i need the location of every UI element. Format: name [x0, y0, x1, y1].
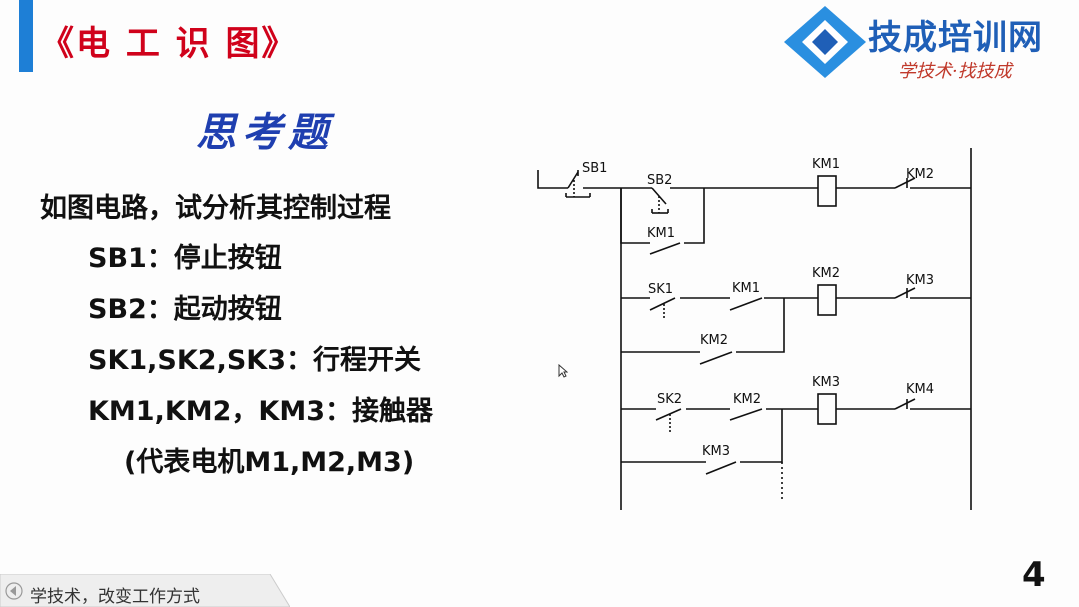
brand-name: 技成培训网: [868, 18, 1043, 58]
label-km2-no: KM2: [733, 392, 761, 407]
label-km1-hold: KM1: [647, 226, 675, 241]
footer-text: 学技术，改变工作方式: [30, 587, 200, 607]
slide-subtitle: 思考题: [196, 109, 334, 156]
brand-slogan: 学技术·找技成: [898, 61, 1012, 82]
label-km4-nc: KM4: [906, 382, 934, 397]
km-description: KM1,KM2，KM3：接触器: [88, 396, 433, 427]
brand-logo: 技成培训网 学技术·找技成: [780, 2, 1079, 92]
diamond-logo-icon: [784, 6, 866, 78]
footer: 学技术，改变工作方式: [0, 574, 290, 607]
label-km2-coil: KM2: [812, 266, 840, 281]
label-sk1: SK1: [648, 282, 673, 297]
page-number: 4: [1022, 555, 1046, 595]
mouse-cursor-icon: [558, 364, 568, 378]
slide-title: 《电 工 识 图》: [40, 24, 298, 64]
sb1-description: SB1：停止按钮: [88, 243, 282, 274]
label-km1-coil: KM1: [812, 157, 840, 172]
label-sb1: SB1: [582, 161, 607, 176]
label-km3-coil: KM3: [812, 375, 840, 390]
motor-note: (代表电机M1,M2,M3): [124, 447, 415, 478]
label-km2-hold: KM2: [700, 333, 728, 348]
title-accent-bar: [19, 0, 33, 72]
sk-description: SK1,SK2,SK3：行程开关: [88, 345, 421, 376]
label-km3-nc: KM3: [906, 273, 934, 288]
sb2-description: SB2：起动按钮: [88, 294, 282, 325]
label-km1-no: KM1: [732, 281, 760, 296]
label-km3-hold: KM3: [702, 444, 730, 459]
footer-band: [0, 574, 290, 607]
label-sk2: SK2: [657, 392, 682, 407]
label-sb2: SB2: [647, 173, 672, 188]
question-line: 如图电路，试分析其控制过程: [40, 193, 391, 224]
label-km2-nc: KM2: [906, 167, 934, 182]
